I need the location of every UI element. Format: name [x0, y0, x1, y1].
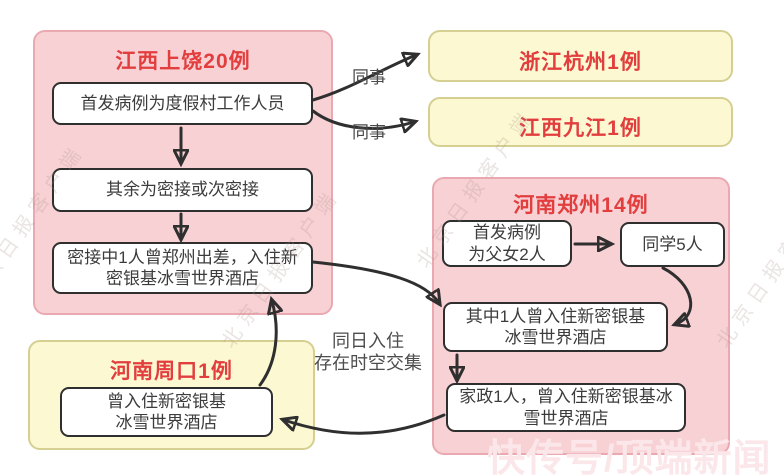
node-zhoukou-hotel-guest: 曾入住新密银基 冰雪世界酒店 [60, 387, 273, 437]
group-title-jiujiang: 江西九江1例 [519, 117, 642, 140]
edge-traveler-to-hotel-guest [311, 260, 439, 303]
edge-label-colleague-top: 同事 [352, 68, 386, 87]
node-zhengzhou-classmates: 同学5人 [620, 222, 725, 267]
node-text: 冰雪世界酒店 [504, 328, 607, 347]
node-zhengzhou-index-case: 首发病例 为父女2人 [442, 220, 572, 267]
group-zhejiang-hangzhou: 浙江杭州1例 [428, 30, 733, 82]
group-title-shangrao: 江西上饶20例 [115, 50, 251, 73]
group-jiangxi-jiujiang: 江西九江1例 [428, 97, 733, 147]
node-text: 密银基冰雪世界酒店 [106, 269, 259, 288]
node-zhengzhou-hotel-guest: 其中1人曾入住新密银基 冰雪世界酒店 [443, 302, 668, 352]
annotation-same-day-stay: 同日入住 存在时空交集 [306, 331, 430, 374]
edge-zhoukou-to-traveler [258, 301, 276, 387]
node-shangrao-index-case: 首发病例为度假村工作人员 [52, 82, 313, 125]
node-shangrao-contacts: 其余为密接或次密接 [52, 168, 313, 212]
node-text: 家政1人，曾入住新密银基冰 [459, 387, 673, 407]
group-title-zhoukou: 河南周口1例 [110, 360, 233, 383]
node-shangrao-traveler: 密接中1人曾郑州出差，入住新 密银基冰雪世界酒店 [52, 242, 313, 294]
node-text: 同学5人 [642, 234, 703, 254]
node-text: 密接中1人曾郑州出差，入住新 [67, 247, 298, 267]
edge-label-colleague-bottom: 同事 [352, 123, 386, 142]
node-text: 为父女2人 [468, 244, 546, 264]
node-text: 曾入住新密银基 [107, 391, 226, 411]
node-text: 首发病例为度假村工作人员 [80, 93, 285, 113]
annotation-line: 同日入住 [332, 331, 404, 351]
edge-classmates-to-hotel-guest [661, 266, 693, 324]
node-text: 雪世界酒店 [523, 408, 609, 428]
node-text: 其中1人曾入住新密银基 [465, 306, 646, 326]
annotation-line: 存在时空交集 [314, 352, 422, 373]
node-zhengzhou-housekeeper: 家政1人，曾入住新密银基冰 雪世界酒店 [446, 383, 686, 432]
edge-housekeeper-to-zhoukou [284, 413, 446, 435]
edge-colleague-to-jiujiang [311, 109, 414, 128]
group-title-zhengzhou: 河南郑州14例 [513, 194, 649, 217]
node-text: 首发病例 [473, 223, 541, 243]
node-text: 冰雪世界酒店 [115, 413, 218, 432]
node-text: 其余为密接或次密接 [106, 180, 259, 200]
edge-colleague-to-hangzhou [311, 55, 416, 102]
group-title-hangzhou: 浙江杭州1例 [519, 51, 642, 74]
